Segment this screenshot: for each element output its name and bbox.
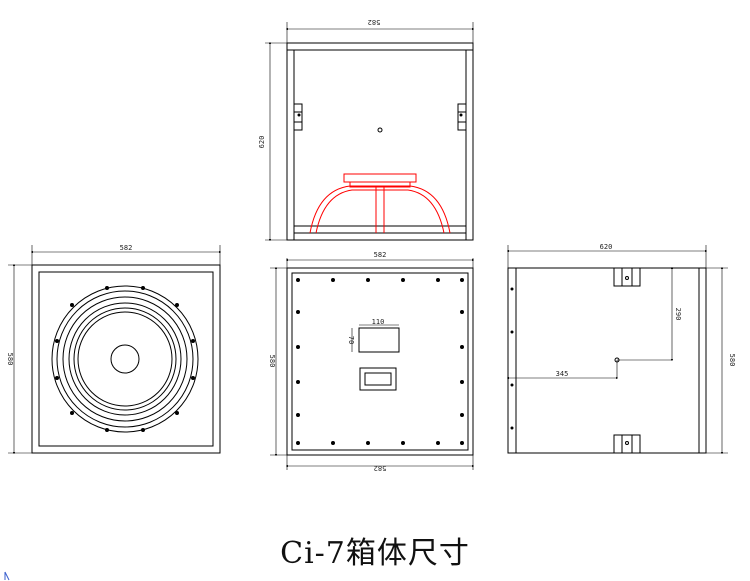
top-view-height-label: 620 — [258, 136, 266, 149]
top-view — [265, 22, 475, 242]
side-view-height-label: 580 — [728, 354, 736, 367]
rear-view — [270, 258, 475, 470]
drawing-caption: Ci-7箱体尺寸 — [280, 536, 470, 571]
rear-view-width-bottom-label: 582 — [374, 464, 387, 472]
front-view-height-label: 580 — [6, 353, 14, 366]
terminal-width-label: 110 — [372, 318, 385, 326]
side-view-width-label: 620 — [600, 243, 613, 251]
driver-section — [309, 173, 451, 234]
side-view — [506, 245, 728, 455]
side-view-height-offset-label: 290 — [674, 308, 682, 321]
rear-view-width-top-label: 582 — [374, 251, 387, 259]
front-view-width-label: 582 — [120, 244, 133, 252]
front-view — [8, 245, 222, 455]
top-view-width-label: 582 — [368, 18, 381, 26]
side-view-depth-offset-label: 345 — [556, 370, 569, 378]
cursor-icon — [4, 571, 10, 581]
rear-view-height-label: 580 — [268, 355, 276, 368]
terminal-height-label: 70 — [347, 336, 355, 344]
